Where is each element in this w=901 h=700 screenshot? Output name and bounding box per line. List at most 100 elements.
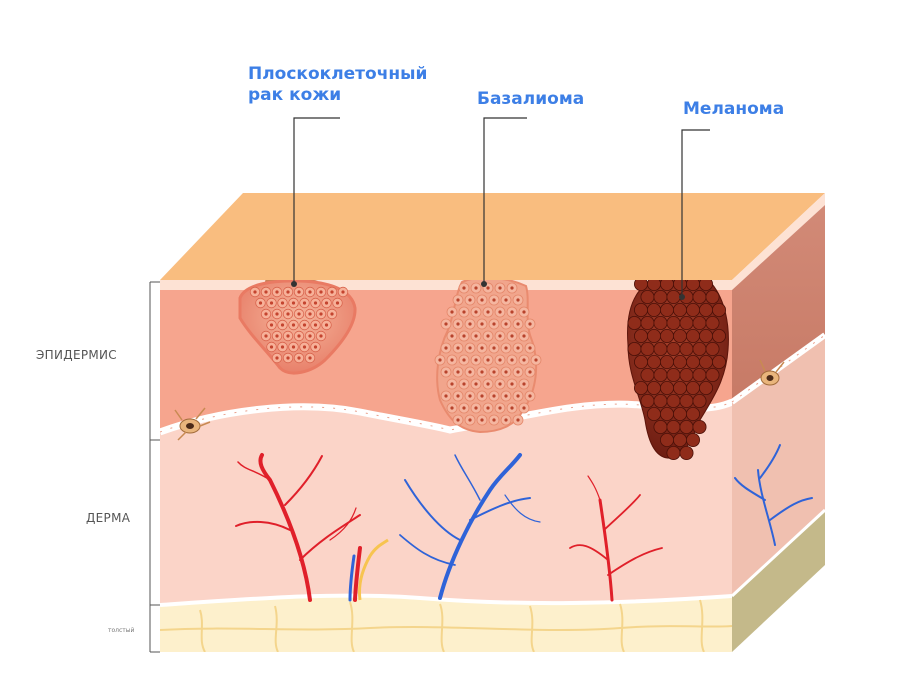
- melanoma-tumor: [627, 280, 729, 460]
- cell-nucleus: [504, 322, 508, 326]
- cell-nucleus: [264, 334, 268, 338]
- cell-nucleus: [510, 358, 514, 362]
- cell-nucleus: [302, 323, 307, 327]
- tumor-cell: [647, 328, 662, 343]
- cell-nucleus: [480, 322, 484, 326]
- cell-nucleus: [498, 406, 502, 410]
- nerve: [358, 538, 389, 601]
- tumor-cell: [673, 380, 688, 395]
- cell-nucleus: [504, 346, 508, 350]
- cell-nucleus: [468, 394, 472, 398]
- cell-nucleus: [330, 290, 334, 294]
- tumor-cell: [679, 445, 694, 460]
- skin-top-surface: [160, 193, 825, 280]
- cell-nucleus: [498, 310, 502, 314]
- cell-nucleus: [319, 290, 323, 294]
- cell-nucleus: [474, 406, 478, 410]
- dermis-layer: [160, 402, 732, 652]
- tumor-cell: [705, 367, 720, 382]
- hypodermis-layer: [160, 595, 732, 652]
- tumor-cell: [699, 380, 714, 395]
- tumor-cell: [660, 432, 675, 447]
- cell-nucleus: [480, 346, 484, 350]
- tumor-cell: [686, 380, 701, 395]
- cell-nucleus: [275, 334, 279, 338]
- cell-nucleus: [269, 345, 274, 349]
- cell-nucleus: [504, 370, 508, 374]
- side-melanocyte: [759, 359, 785, 386]
- cell-nucleus: [456, 298, 460, 302]
- label-melanoma: Меланома: [683, 99, 784, 119]
- cell-nucleus: [504, 298, 508, 302]
- callout-lines: [293, 117, 710, 295]
- tumor-cell: [634, 380, 649, 395]
- tumor-cell: [705, 289, 720, 304]
- cell-nucleus: [291, 345, 296, 349]
- tumor-cell: [673, 328, 688, 343]
- tumor-cell: [699, 354, 714, 369]
- tumor-cell: [647, 354, 662, 369]
- cell-nucleus: [504, 394, 508, 398]
- tumor-cell: [653, 315, 668, 330]
- cell-nucleus: [264, 312, 268, 316]
- cell-nucleus: [528, 346, 532, 350]
- cell-nucleus: [510, 310, 514, 314]
- callout-dots: [291, 281, 685, 300]
- arteries: [235, 453, 663, 602]
- cell-nucleus: [486, 334, 490, 338]
- cell-nucleus: [492, 418, 496, 422]
- cell-nucleus: [522, 334, 526, 338]
- cell-nucleus: [275, 290, 279, 294]
- tumor-cell: [634, 354, 649, 369]
- cell-nucleus: [450, 334, 454, 338]
- tumor-cell: [666, 315, 681, 330]
- label-squamous-line1: Плоскоклеточный: [248, 64, 427, 84]
- cell-nucleus: [462, 310, 466, 314]
- cell-nucleus: [468, 346, 472, 350]
- tumor-cell: [712, 354, 727, 369]
- tumor-cell: [653, 419, 668, 434]
- cell-nucleus: [492, 298, 496, 302]
- cell-nucleus: [462, 406, 466, 410]
- cell-nucleus: [486, 310, 490, 314]
- tumor-cell: [699, 302, 714, 317]
- tumor-cell: [699, 328, 714, 343]
- tumor-cell: [692, 289, 707, 304]
- cell-nucleus: [302, 345, 307, 349]
- cell-nucleus: [528, 322, 532, 326]
- cell-nucleus: [516, 298, 520, 302]
- tumor-cell: [692, 393, 707, 408]
- label-squamous-line2: рак кожи: [248, 85, 341, 105]
- cell-nucleus: [528, 370, 532, 374]
- cell-nucleus: [492, 346, 496, 350]
- cell-nucleus: [498, 382, 502, 386]
- cell-nucleus: [444, 346, 448, 350]
- cell-nucleus: [474, 286, 478, 290]
- label-basalioma: Базалиома: [477, 89, 584, 109]
- cell-nucleus: [468, 370, 472, 374]
- tumor-cell: [666, 419, 681, 434]
- tumor-cell: [705, 341, 720, 356]
- cell-nucleus: [510, 406, 514, 410]
- tumor-cell: [692, 315, 707, 330]
- cell-nucleus: [297, 334, 301, 338]
- cell-nucleus: [330, 312, 334, 316]
- stratum-corneum: [160, 280, 732, 290]
- cell-nucleus: [522, 382, 526, 386]
- tumor-cell: [686, 328, 701, 343]
- cell-nucleus: [280, 323, 285, 327]
- front-face: [160, 280, 732, 652]
- cell-nucleus: [450, 310, 454, 314]
- cell-nucleus: [456, 370, 460, 374]
- tumor-cell: [712, 302, 727, 317]
- tumor-cell: [673, 432, 688, 447]
- tumor-cell: [627, 315, 642, 330]
- tumor-cell: [640, 341, 655, 356]
- cell-nucleus: [313, 345, 318, 349]
- tumor-cell: [640, 315, 655, 330]
- basalioma-tumor: [434, 280, 542, 434]
- cell-nucleus: [450, 358, 454, 362]
- tumor-cell: [666, 341, 681, 356]
- tumor-cell: [647, 302, 662, 317]
